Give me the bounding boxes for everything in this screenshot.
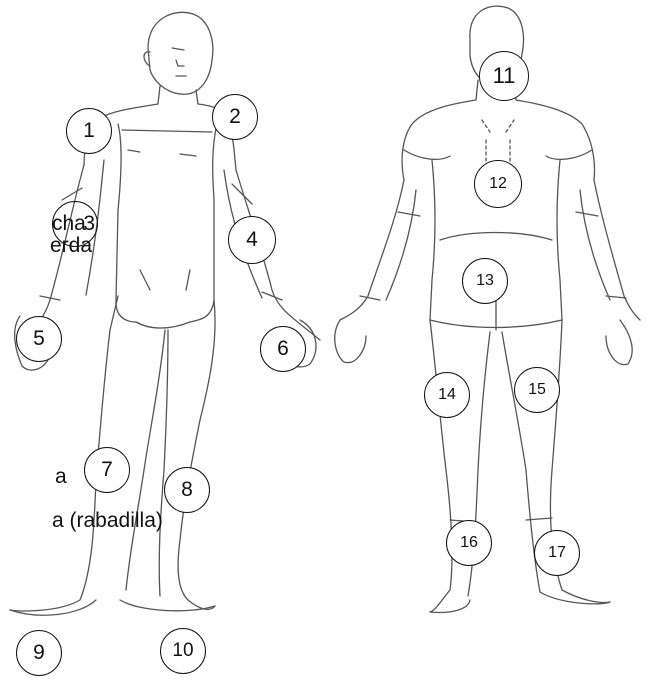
marker-14: 14 <box>424 372 470 418</box>
marker-1: 1 <box>66 108 112 154</box>
marker-4: 4 <box>228 216 276 264</box>
marker-6: 6 <box>260 326 306 372</box>
marker-3: 3 <box>52 201 98 247</box>
marker-9: 9 <box>16 630 62 676</box>
marker-5: 5 <box>16 316 62 362</box>
marker-13: 13 <box>462 258 508 304</box>
marker-11: 11 <box>479 51 529 101</box>
side-label-4: a (rabadilla) <box>52 510 163 531</box>
marker-8: 8 <box>164 467 210 513</box>
marker-16: 16 <box>446 520 492 566</box>
back-figure <box>335 6 640 612</box>
marker-2: 2 <box>212 94 258 140</box>
marker-7: 7 <box>84 447 130 493</box>
side-label-3: a <box>55 466 67 487</box>
marker-10: 10 <box>160 628 206 674</box>
marker-17: 17 <box>534 530 580 576</box>
marker-12: 12 <box>474 160 522 208</box>
marker-15: 15 <box>514 367 560 413</box>
